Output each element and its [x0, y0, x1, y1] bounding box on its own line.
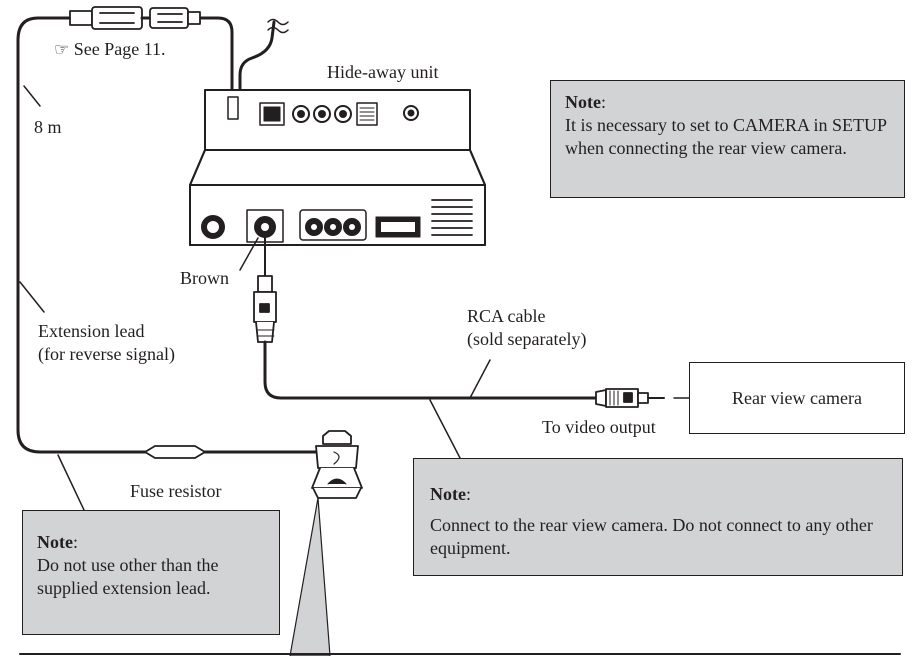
leader-8m [23, 85, 41, 107]
fuse-resistor-label: Fuse resistor [130, 481, 222, 501]
see-page-reference: ☞ See Page 11. [54, 39, 166, 59]
note-extension-lead: Note: Do not use other than the supplied… [22, 510, 280, 635]
extension-lead-cable [16, 16, 147, 454]
note-body: Connect to the rear view camera. Do not … [430, 515, 873, 558]
extension-lead-cable-to-plug [198, 16, 234, 94]
rca-plug-camera [595, 388, 665, 408]
extension-lead-purpose-label: (for reverse signal) [38, 344, 175, 364]
power-cable [238, 20, 276, 94]
rca-cable-note-label: (sold separately) [467, 329, 587, 349]
extension-lead-label: Extension lead [38, 321, 145, 341]
leader-extension-note [57, 454, 85, 511]
inline-connector-male [69, 6, 152, 30]
note-body: It is necessary to set to CAMERA in SETU… [565, 115, 887, 158]
video-output-label: To video output [542, 417, 656, 437]
inline-connector-female [149, 7, 201, 29]
length-label: 8 m [34, 117, 62, 137]
cable-break-mark [267, 18, 289, 34]
leader-extension-lead [19, 281, 45, 313]
note-title: Note [37, 532, 73, 552]
leader-connect-note [429, 399, 461, 459]
rear-view-camera-box: Rear view camera [689, 362, 905, 434]
note-title: Note [565, 92, 601, 112]
splice-connector [311, 430, 363, 499]
rear-view-camera-label: Rear view camera [732, 387, 862, 408]
brown-label: Brown [180, 268, 229, 288]
note-camera-setup: Note: It is necessary to set to CAMERA i… [550, 80, 905, 198]
note-body: Do not use other than the supplied exten… [37, 555, 219, 598]
hideaway-unit [189, 89, 486, 246]
fuse-resistor [144, 445, 320, 459]
rca-cable [263, 340, 598, 400]
rca-plug-brown [253, 235, 277, 343]
callout-cone [289, 497, 331, 656]
leader-brown [239, 237, 259, 271]
note-title: Note [430, 484, 466, 504]
note-connect-only: Note: Connect to the rear view camera. D… [413, 458, 903, 576]
hideaway-unit-label: Hide-away unit [327, 62, 439, 82]
leader-rca-cable [469, 359, 491, 399]
hand-pointing-icon: ☞ [54, 40, 70, 59]
rca-cable-label: RCA cable [467, 306, 546, 326]
